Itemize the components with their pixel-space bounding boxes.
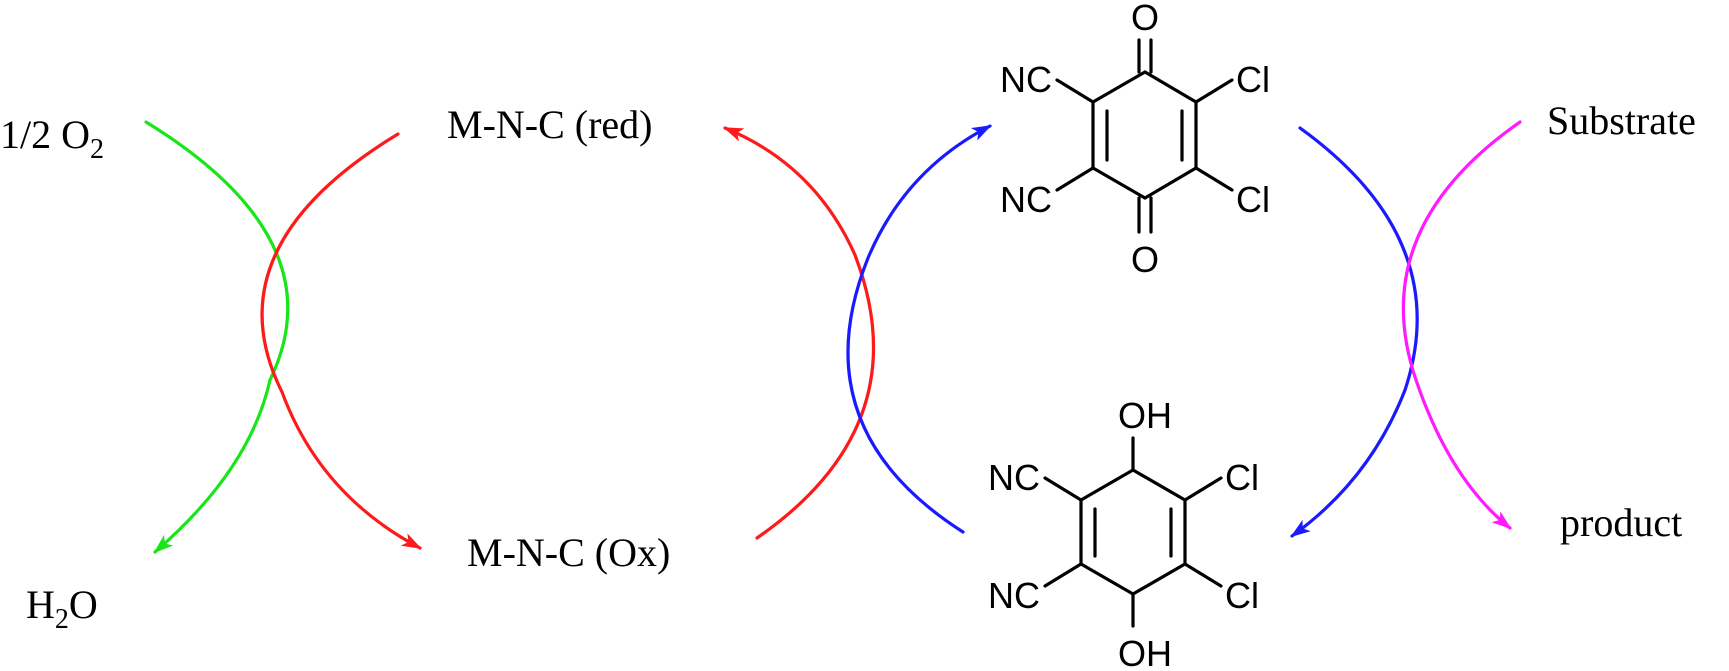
ddq-molecule: O O NC NC Cl Cl	[1000, 0, 1270, 280]
ddqh2-molecule: OH OH NC NC Cl Cl	[988, 395, 1259, 671]
ddq-cyano-bottom: NC	[1000, 179, 1052, 220]
ddq-carbonyl-oxygen-bottom: O	[1131, 239, 1159, 280]
ddq-carbonyl-oxygen-top: O	[1131, 0, 1159, 38]
substrate-to-product-arrow	[1401, 120, 1522, 530]
catalyst-oxidized-label: M-N-C (Ox)	[467, 530, 670, 575]
catalyst-reduced-label: M-N-C (red)	[447, 102, 653, 147]
water-label: H2O	[26, 582, 98, 635]
ddqh2-chloro-bottom: Cl	[1225, 575, 1259, 616]
ddq-chloro-bottom: Cl	[1236, 179, 1270, 220]
oxygen-label: 1/2 O2	[0, 112, 104, 165]
catalyst-ox-to-red-arrow	[723, 126, 876, 540]
product-label: product	[1560, 500, 1682, 545]
ddqh2-hydroxyl-bottom: OH	[1118, 633, 1172, 671]
ddqh2-cyano-top: NC	[988, 457, 1040, 498]
ddq-chloro-top: Cl	[1236, 59, 1270, 100]
ddqh2-cyano-bottom: NC	[988, 575, 1040, 616]
ddq-to-ddqh2-arrow	[1290, 126, 1419, 538]
oxygen-to-water-arrow	[144, 120, 290, 554]
ddqh2-chloro-top: Cl	[1225, 457, 1259, 498]
substrate-label: Substrate	[1547, 98, 1696, 143]
ddqh2-hydroxyl-top: OH	[1118, 395, 1172, 436]
catalyst-red-to-ox-arrow	[260, 132, 422, 550]
ddq-cyano-top: NC	[1000, 59, 1052, 100]
ddqh2-to-ddq-arrow	[846, 124, 992, 534]
